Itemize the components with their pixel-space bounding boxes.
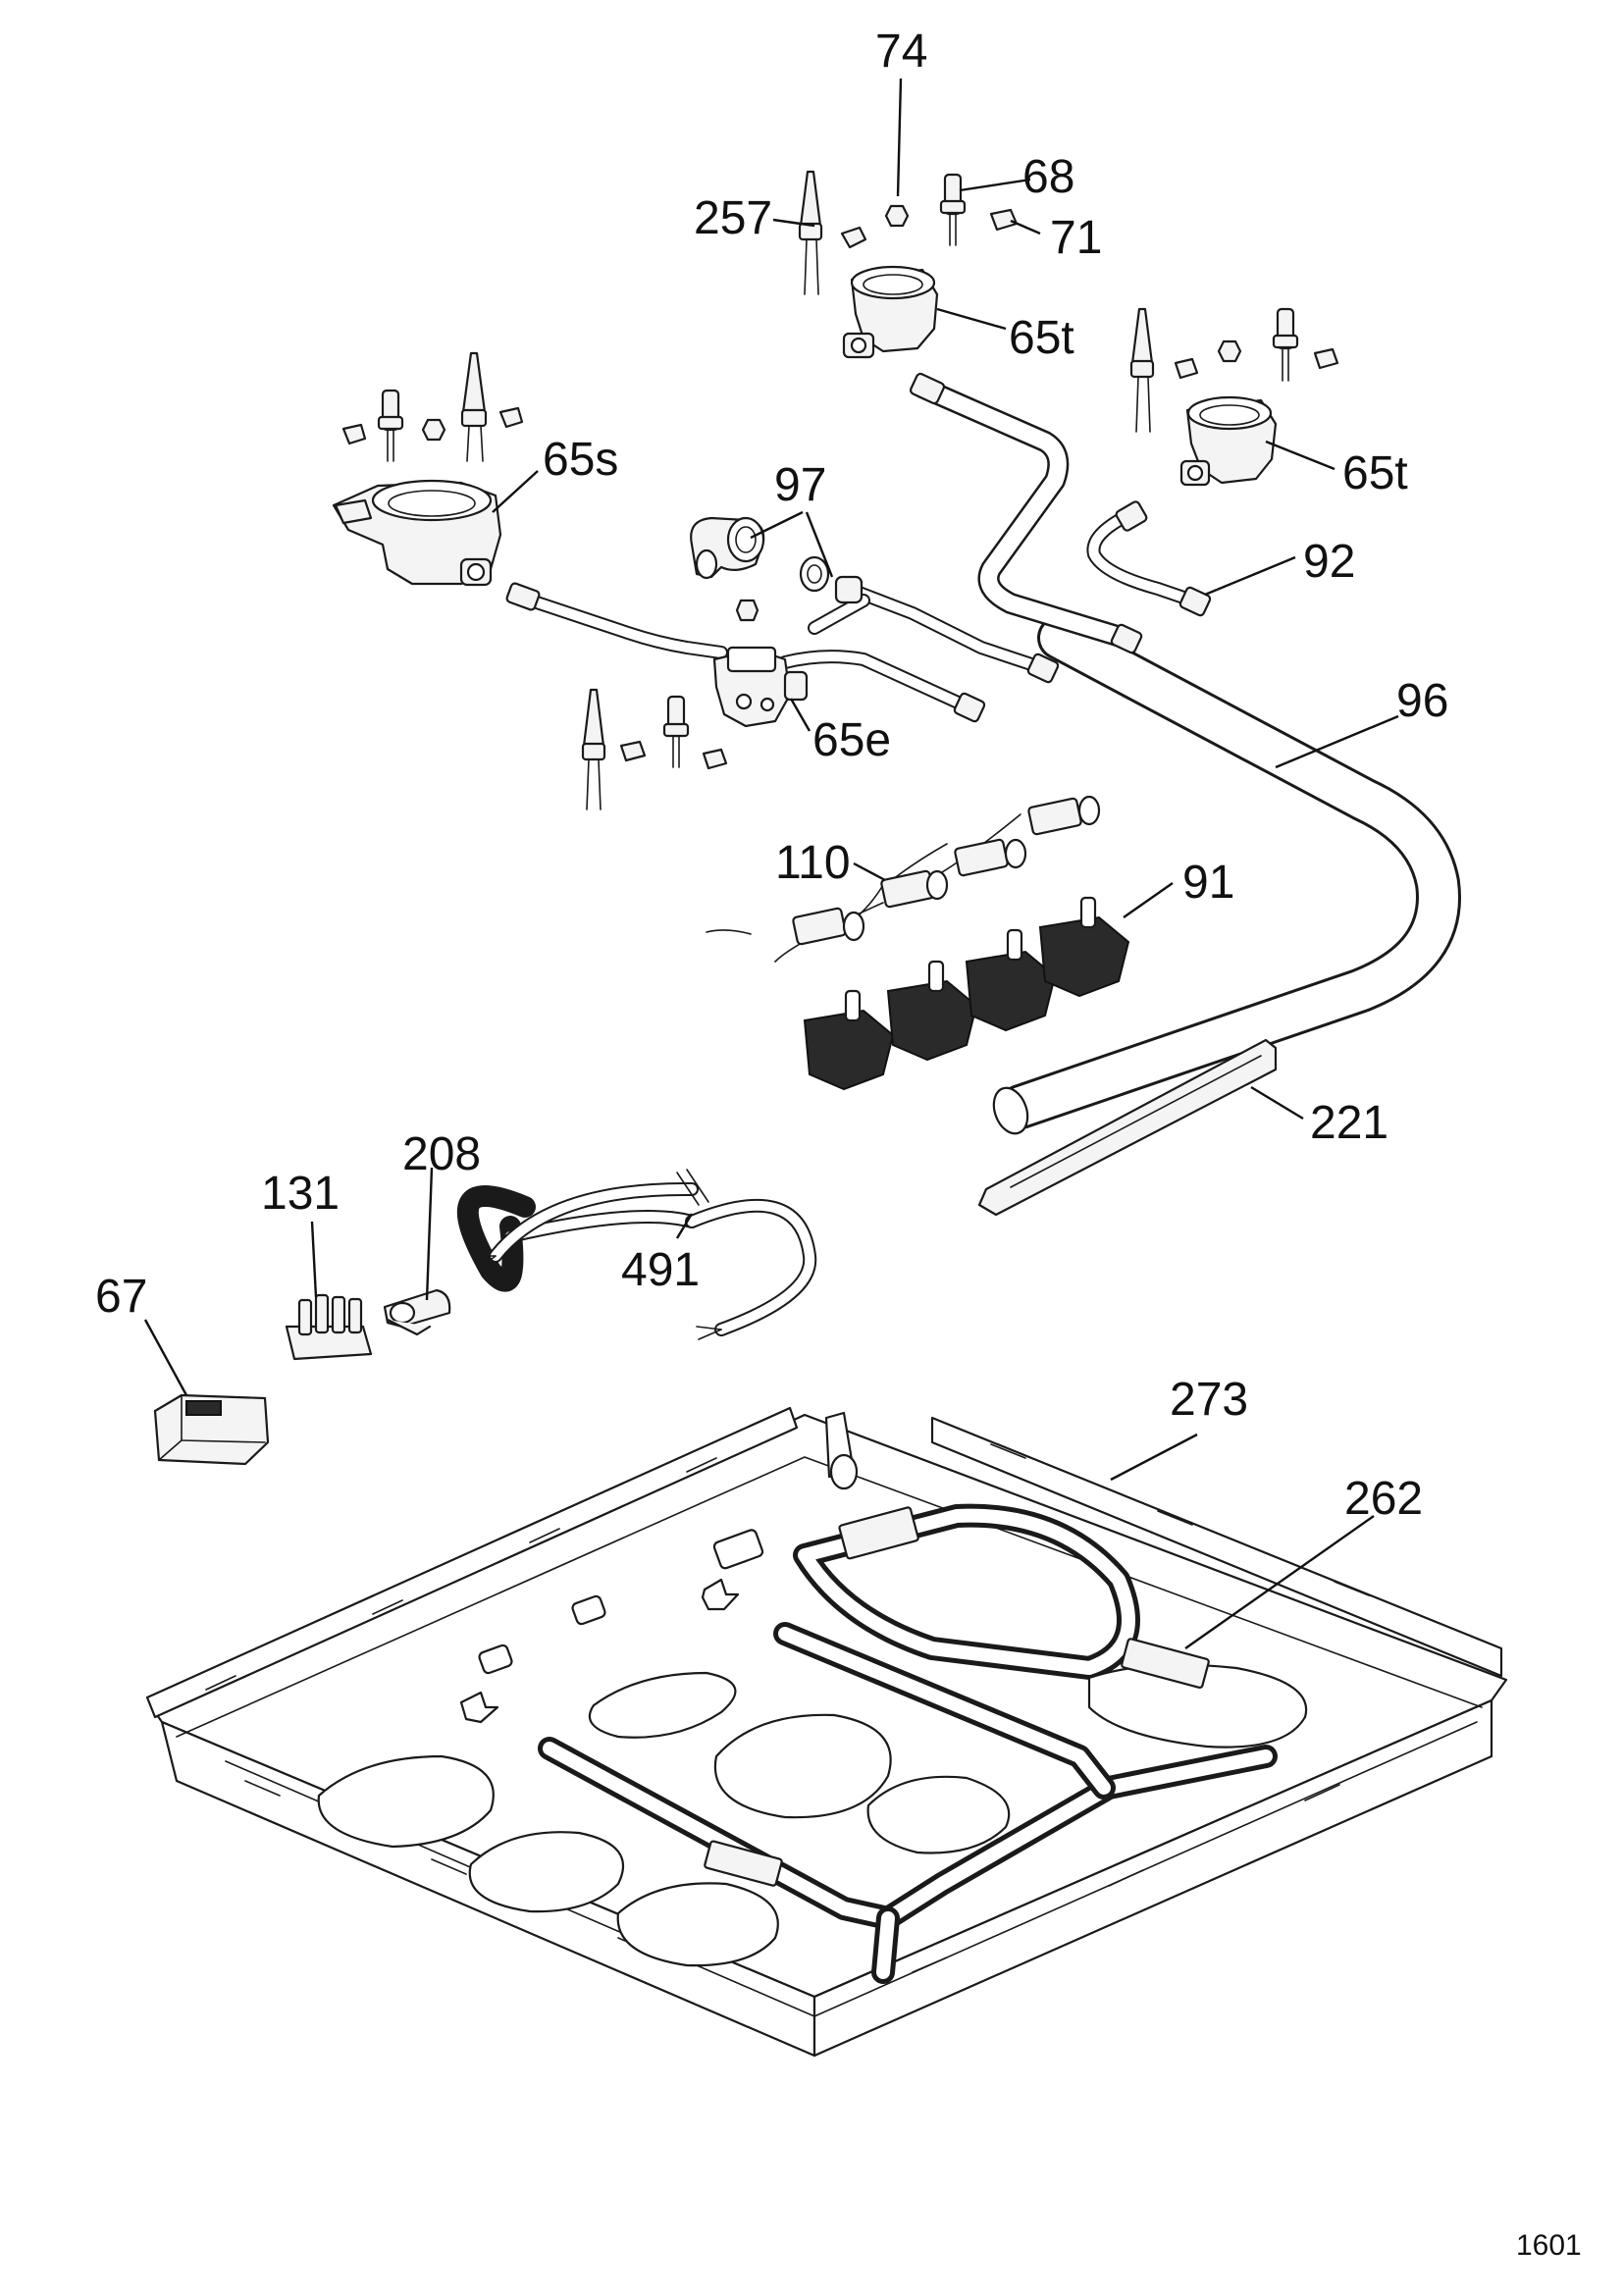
callout-208: 208 xyxy=(402,1128,481,1180)
callout-131: 131 xyxy=(261,1168,340,1220)
callout-67: 67 xyxy=(95,1271,147,1323)
ignition-module-67 xyxy=(153,1393,270,1466)
callout-labels: 74 68 257 71 65t 65t 65s 97 92 96 65e 11… xyxy=(95,26,1582,2262)
burner-cup-65s xyxy=(332,479,502,587)
pipe-fittings xyxy=(505,372,1212,723)
callout-65t-top: 65t xyxy=(1009,312,1074,364)
page-number: 1601 xyxy=(1516,2229,1582,2262)
leader-lines xyxy=(143,78,1399,1649)
power-cable-491 xyxy=(456,1169,817,1340)
callout-96: 96 xyxy=(1396,675,1448,727)
gas-manifold-tube-96 xyxy=(992,615,1461,1135)
thermocouples xyxy=(377,173,1299,768)
callout-491: 491 xyxy=(621,1244,700,1296)
callout-65s: 65s xyxy=(543,434,618,486)
burner-gas-pipes xyxy=(518,377,1199,713)
rail-bracket-221 xyxy=(977,1038,1278,1217)
igniter-switch-clips-110 xyxy=(706,795,1101,963)
callout-65e: 65e xyxy=(812,714,891,766)
elbow-fitting-97 xyxy=(690,516,830,622)
callout-221: 221 xyxy=(1310,1097,1388,1149)
burner-cup-65e xyxy=(712,646,809,728)
nuts xyxy=(421,204,1242,442)
spring-clips xyxy=(341,208,1339,770)
callout-97: 97 xyxy=(774,459,826,511)
callout-65t-right: 65t xyxy=(1342,447,1408,499)
callout-74: 74 xyxy=(875,26,927,78)
igniter-electrodes xyxy=(460,170,1155,810)
hob-base-tray-273 xyxy=(145,1406,1508,2058)
callout-71: 71 xyxy=(1050,212,1102,264)
callout-262: 262 xyxy=(1344,1473,1423,1525)
callout-92: 92 xyxy=(1303,536,1355,588)
gas-valves-91 xyxy=(803,896,1130,1091)
cable-clamp-208 xyxy=(383,1288,451,1336)
callout-273: 273 xyxy=(1170,1374,1248,1426)
terminal-block-131 xyxy=(285,1293,373,1361)
callout-257: 257 xyxy=(694,192,772,244)
callout-110: 110 xyxy=(775,837,851,889)
callout-91: 91 xyxy=(1182,857,1234,909)
burner-cup-65t-top xyxy=(842,265,939,359)
burner-cup-65t-right xyxy=(1179,395,1278,487)
callout-68: 68 xyxy=(1022,151,1074,203)
